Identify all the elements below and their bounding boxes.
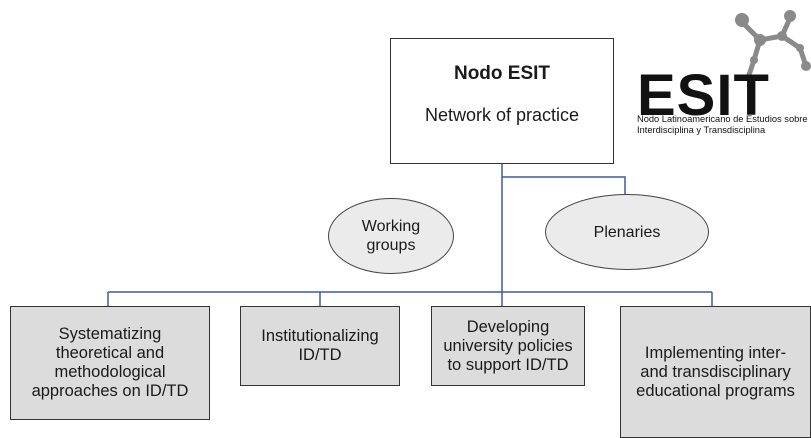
activity-implementing: Implementing inter- and transdisciplinar… [620,306,811,438]
esit-logo-wordmark: ESIT [637,63,770,128]
root-title: Nodo ESIT [453,63,551,84]
activity-label: Implementing inter- and transdisciplinar… [636,343,795,400]
root-subtitle: Network of practice [424,105,580,125]
mode-working-groups: Working groups [328,198,454,274]
activity-label: Systematizing theoretical and methodolog… [31,325,189,400]
activity-policies: Developing university policies to suppor… [431,306,585,386]
mode-label: Working groups [361,218,421,254]
activity-systematizing: Systematizing theoretical and methodolog… [10,306,210,420]
esit-logo-caption: Nodo Latinoamericano de Estudios sobre I… [637,114,808,135]
activity-institutionalizing: Institutionalizing ID/TD [240,306,400,386]
activity-label: Developing university policies to suppor… [443,317,573,374]
mode-label: Plenaries [593,223,661,241]
mode-plenaries: Plenaries [545,194,709,270]
connector-to-plenaries [502,176,626,194]
activity-label: Institutionalizing ID/TD [261,327,379,364]
root-node: Nodo ESIT Network of practice [390,38,614,164]
